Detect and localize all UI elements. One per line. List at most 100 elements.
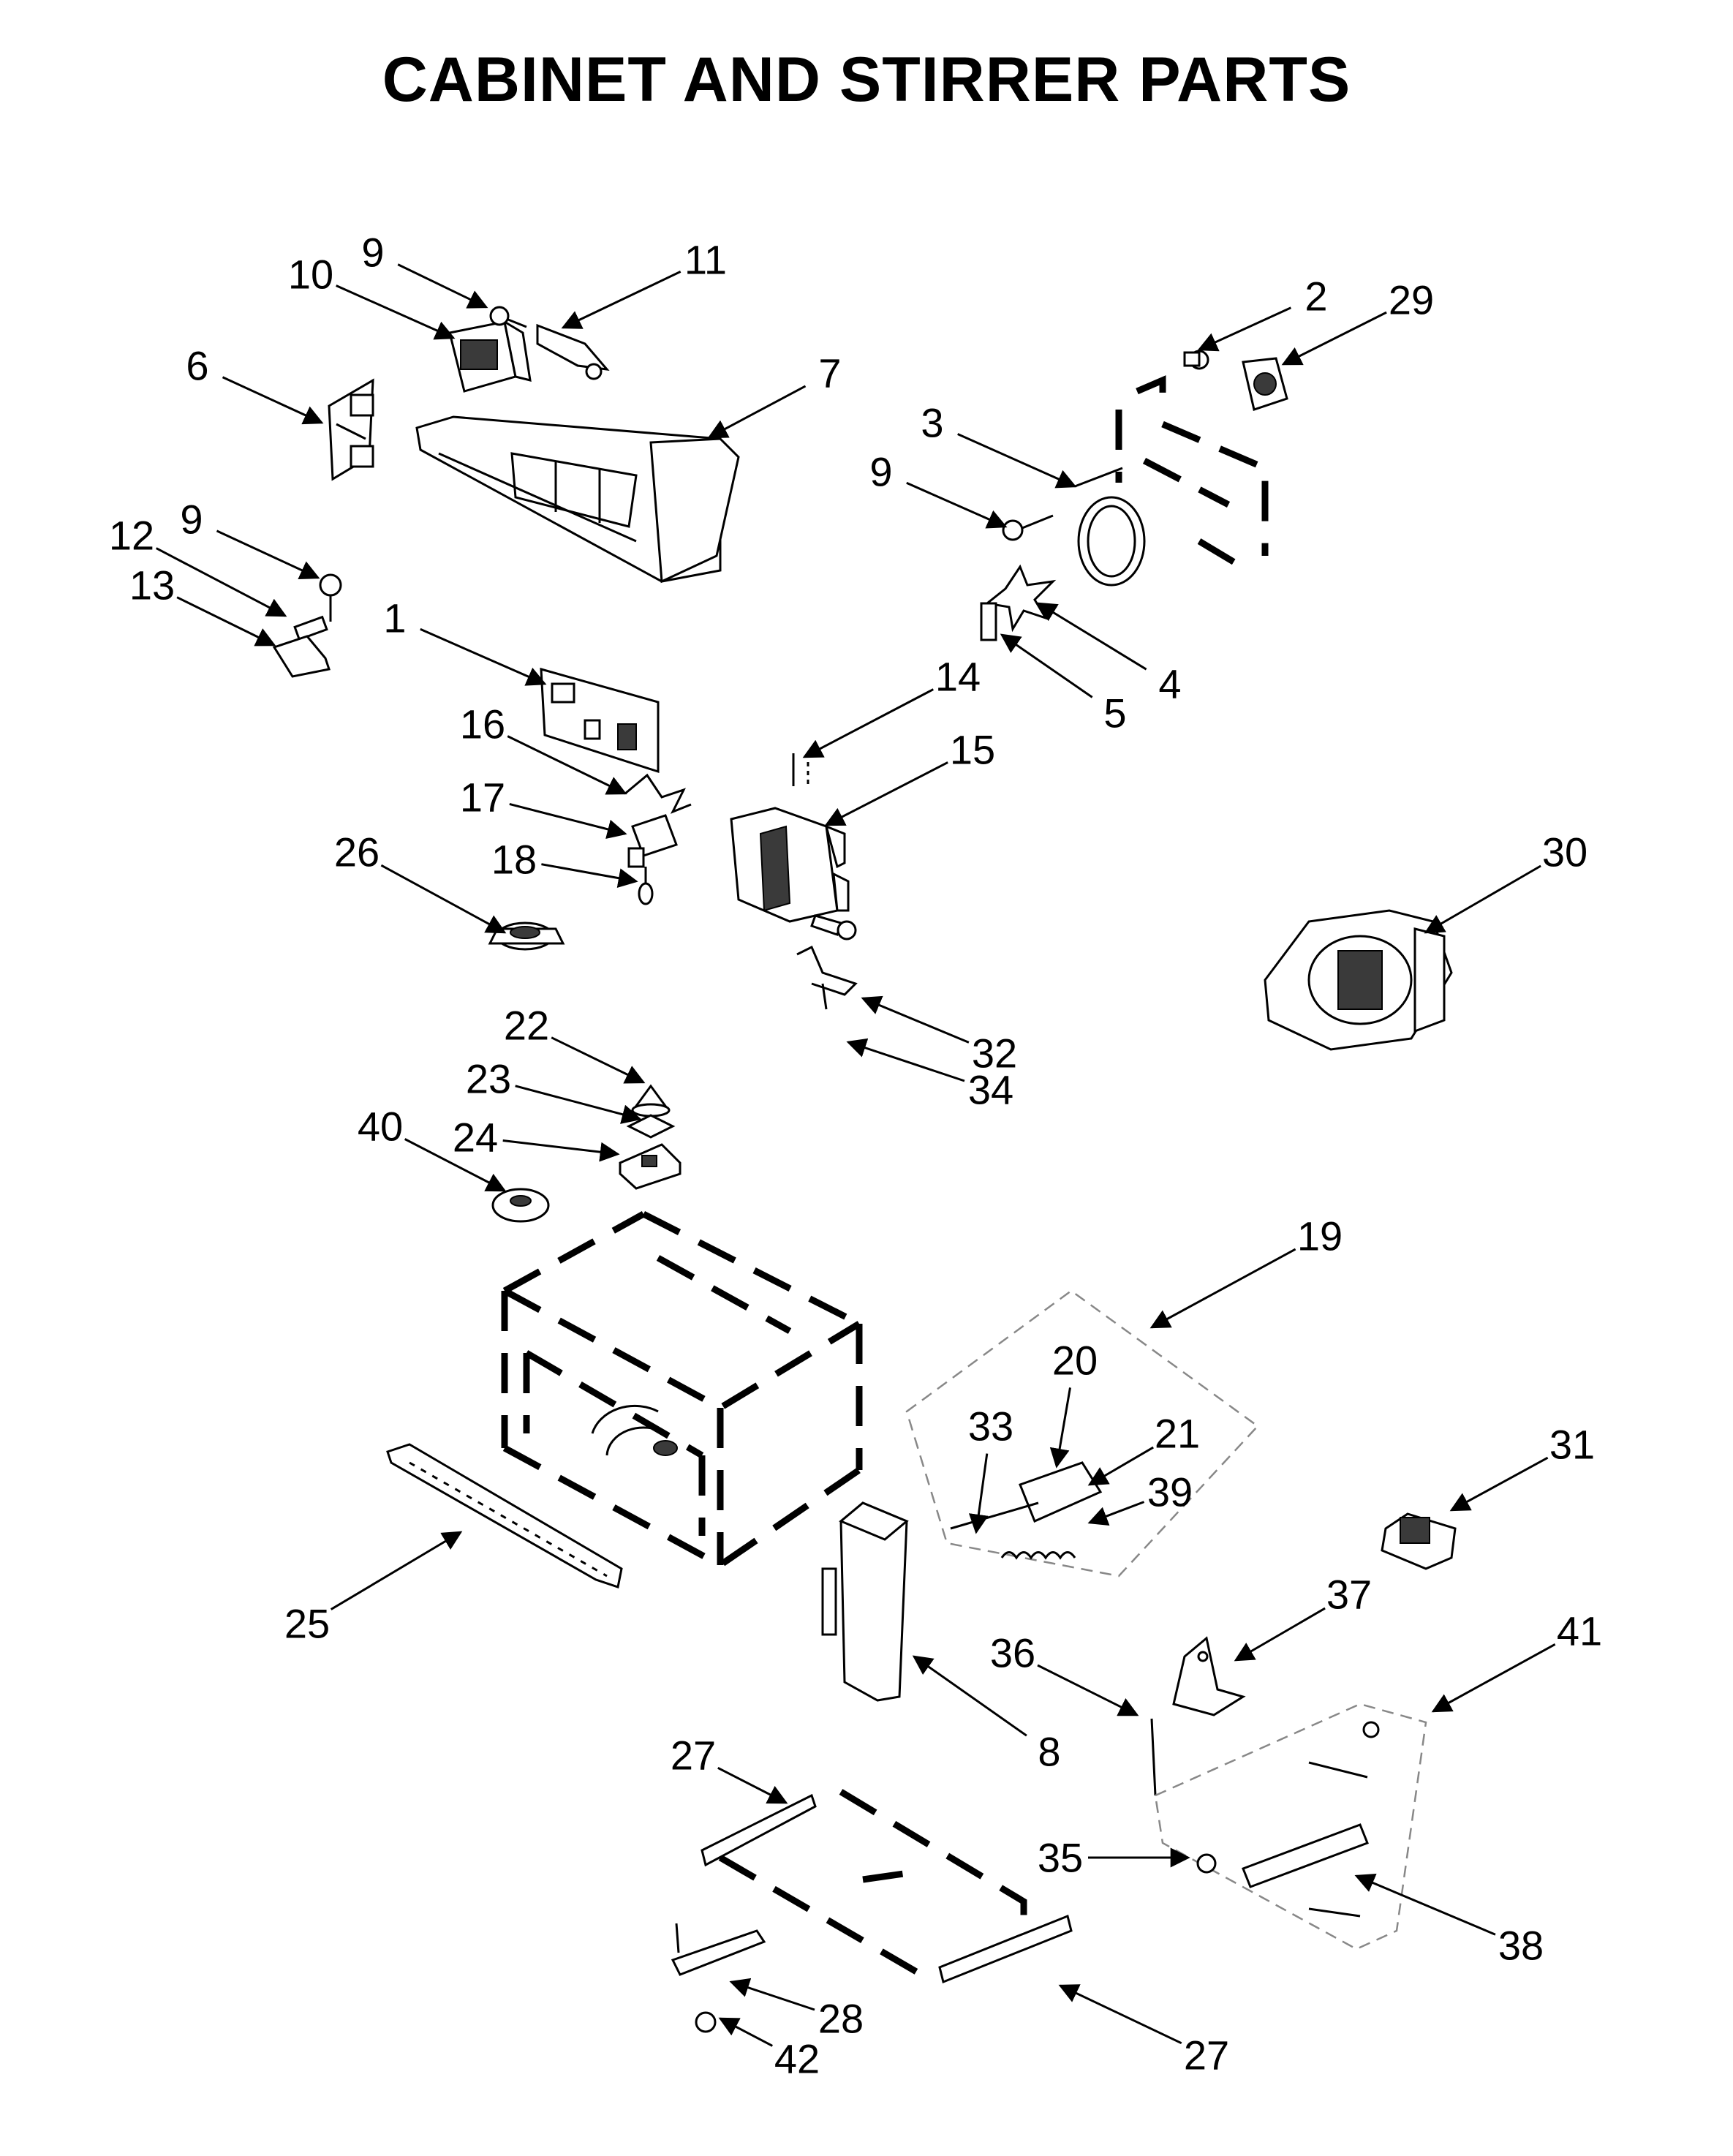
callout-label-p27a: 27	[671, 1733, 716, 1779]
leader-p31	[1449, 1456, 1549, 1512]
leader-p40	[404, 1138, 507, 1192]
callout-label-p39: 39	[1147, 1469, 1193, 1515]
callout-label-p32: 32	[972, 1030, 1017, 1077]
callout-label-p28: 28	[818, 1996, 864, 2042]
terminal-drawing	[638, 867, 654, 905]
callout-label-p40: 40	[358, 1104, 403, 1150]
leader-p6	[222, 376, 324, 425]
leader-p24	[502, 1139, 620, 1162]
callout-label-p41: 41	[1557, 1608, 1602, 1654]
leader-p3	[957, 433, 1077, 489]
stirrer-bracket-dashed	[1115, 375, 1269, 566]
callout-label-p9b: 9	[869, 449, 892, 495]
callout-label-p29: 29	[1389, 277, 1434, 323]
leader-p41	[1431, 1643, 1556, 1713]
ferrite-drawing	[491, 1188, 550, 1223]
callout-label-p17: 17	[460, 774, 505, 821]
leader-p36	[1037, 1664, 1139, 1716]
callout-leaders	[156, 263, 1556, 2047]
hinge-bracket-drawing	[1172, 1636, 1246, 1716]
leader-p32	[861, 995, 970, 1044]
cavity-dashed	[501, 1210, 863, 1569]
leader-p9b	[906, 481, 1008, 529]
callout-label-p6: 6	[186, 343, 208, 389]
callout-label-p9c: 9	[180, 497, 203, 543]
callout-label-p10: 10	[288, 252, 333, 298]
front-trim-drawing	[386, 1443, 623, 1588]
leader-p23	[515, 1085, 642, 1124]
callout-label-p23: 23	[466, 1056, 511, 1102]
rod-drawing	[1150, 1718, 1157, 1796]
callout-label-p19: 19	[1297, 1213, 1343, 1259]
blower-drawing	[1264, 909, 1453, 1051]
hinge-arm-drawing	[1242, 1823, 1369, 1918]
callout-label-p27b: 27	[1184, 2032, 1229, 2078]
callout-label-p35: 35	[1038, 1835, 1083, 1881]
leader-p22	[551, 1036, 646, 1084]
wire-drawing	[624, 773, 692, 814]
callout-label-p15: 15	[950, 727, 995, 773]
leader-p15	[824, 761, 948, 826]
part-drawings	[272, 306, 1457, 2033]
callout-label-p31: 31	[1549, 1422, 1595, 1468]
switch-drawing	[627, 814, 678, 868]
lower-bracket-drawing	[671, 1923, 766, 2033]
latch-kit-drawing	[950, 1461, 1103, 1560]
thermostat-drawing	[488, 921, 565, 951]
callout-label-p3: 3	[921, 400, 943, 446]
callout-label-p18: 18	[491, 837, 537, 883]
callout-label-p26: 26	[334, 829, 380, 875]
screw-drawing-mid	[810, 914, 857, 941]
bolt-drawing	[1196, 1853, 1217, 1874]
leader-p39	[1087, 1501, 1145, 1526]
callout-label-p33: 33	[968, 1403, 1013, 1450]
callout-label-p12: 12	[109, 513, 154, 559]
callout-label-p8: 8	[1038, 1729, 1060, 1775]
leader-p34	[846, 1038, 965, 1082]
leader-p10	[336, 284, 456, 340]
base-plate-drawing	[701, 1789, 1073, 1984]
callout-label-p24: 24	[453, 1115, 498, 1161]
mount-base-drawing	[619, 1143, 682, 1190]
leader-p26	[380, 864, 507, 934]
grommet-drawing	[631, 1084, 671, 1117]
callout-label-p25: 25	[284, 1601, 330, 1647]
leader-p9a	[397, 263, 488, 309]
tray-bracket-drawing	[415, 415, 740, 584]
leader-p1	[420, 627, 547, 686]
callout-label-p34: 34	[968, 1067, 1013, 1113]
leader-p9c	[216, 529, 320, 580]
relay-drawing	[1381, 1512, 1457, 1570]
leader-p8	[912, 1655, 1027, 1737]
callout-label-p21: 21	[1155, 1411, 1200, 1457]
leader-p33	[968, 1453, 989, 1534]
leader-p25	[330, 1531, 463, 1610]
small-bracket-drawing	[796, 945, 858, 1010]
door-panel-drawing	[821, 1501, 909, 1702]
leader-p13	[176, 596, 276, 647]
small-fastener-drawing	[1183, 350, 1209, 370]
callout-label-p7: 7	[818, 350, 841, 396]
stirrer-motor-drawing	[1242, 357, 1288, 411]
leader-p37	[1234, 1607, 1326, 1662]
kit-outline-drawing	[905, 1289, 1259, 1578]
callout-label-p42: 42	[774, 2036, 820, 2082]
leader-p16	[507, 735, 627, 795]
control-board-drawing	[540, 667, 660, 774]
leader-p19	[1149, 1248, 1296, 1329]
fuse-drawing	[792, 753, 809, 786]
leader-p27b	[1058, 1984, 1182, 2045]
callout-label-p9a: 9	[361, 230, 384, 276]
leader-p28	[729, 1978, 815, 2011]
screw-drawing-right	[1002, 514, 1054, 541]
callout-label-p13: 13	[129, 562, 175, 608]
callout-label-p36: 36	[990, 1630, 1035, 1676]
leader-p7	[707, 385, 807, 439]
callout-label-p20: 20	[1052, 1338, 1098, 1384]
heating-element-drawing	[1074, 467, 1146, 587]
bracket-board-drawing	[328, 378, 374, 481]
diode-drawing	[536, 323, 610, 380]
callout-label-p37: 37	[1326, 1572, 1372, 1618]
